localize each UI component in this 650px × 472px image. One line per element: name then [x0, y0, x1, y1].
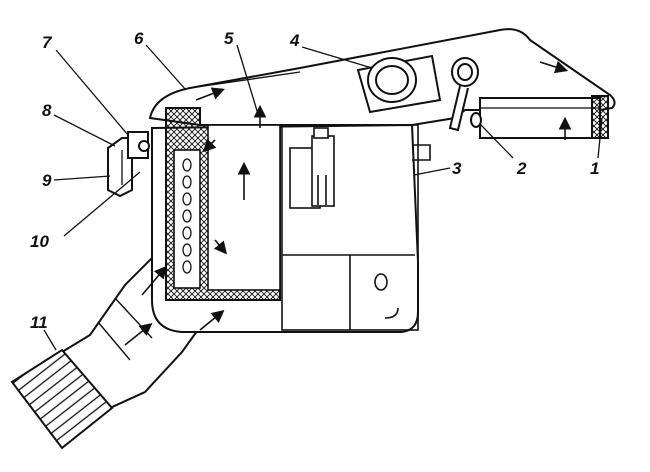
callout-2: 2 [517, 159, 527, 178]
leader-lines [43, 44, 603, 351]
callout-11: 11 [30, 313, 48, 332]
housing-clip [289, 127, 335, 209]
resonator-perforations [182, 158, 192, 274]
breather-ring [448, 57, 479, 132]
callout-7: 7 [42, 33, 52, 52]
callout-5: 5 [224, 29, 234, 48]
callout-8: 8 [42, 101, 52, 120]
callout-3: 3 [452, 159, 462, 178]
intake-corrugated-hose [10, 348, 114, 450]
latch-assembly [107, 131, 150, 198]
callout-10: 10 [30, 232, 49, 251]
callout-6: 6 [134, 29, 144, 48]
sensor-housing [470, 95, 609, 139]
callout-4: 4 [290, 31, 300, 50]
callout-9: 9 [42, 171, 52, 190]
filter-element [165, 107, 281, 301]
outlet-port [356, 54, 442, 114]
callout-1: 1 [590, 159, 600, 178]
airflow-arrows [124, 60, 572, 346]
